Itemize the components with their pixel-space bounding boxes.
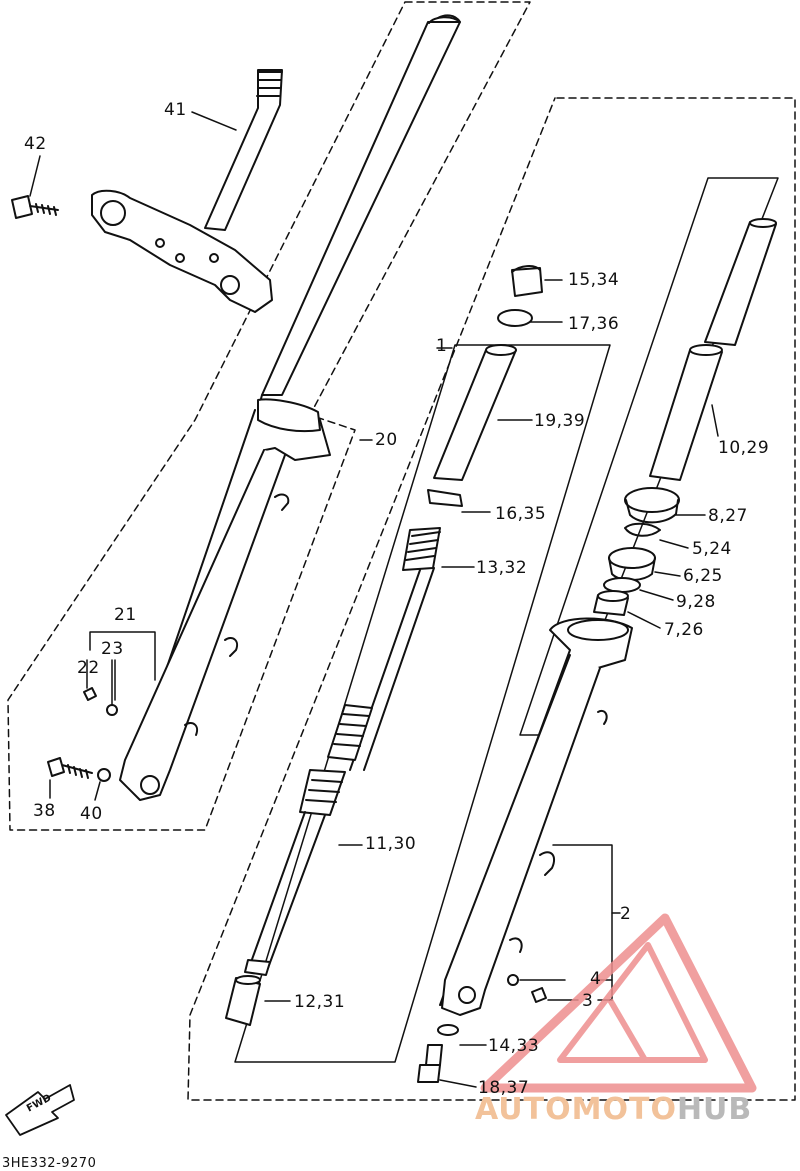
label-38: 38 bbox=[33, 801, 56, 821]
label-17-36: 17,36 bbox=[568, 314, 620, 334]
label-14-33: 14,33 bbox=[488, 1036, 540, 1056]
label-9-28: 9,28 bbox=[676, 592, 716, 612]
bolt-3 bbox=[531, 987, 547, 1003]
fwd-arrow-icon bbox=[5, 1084, 75, 1136]
watermark-text-part1: AUTOMOTO bbox=[475, 1092, 677, 1127]
seal-8-27 bbox=[624, 487, 680, 513]
label-15-34: 15,34 bbox=[568, 270, 620, 290]
label-18-37: 18,37 bbox=[478, 1078, 530, 1098]
cap-bolt-15-34 bbox=[511, 267, 543, 297]
screw-22 bbox=[83, 687, 97, 701]
washer-23 bbox=[106, 704, 118, 716]
label-5-24: 5,24 bbox=[692, 539, 732, 559]
label-1: 1 bbox=[436, 336, 448, 356]
oil-seal-6-25 bbox=[608, 547, 656, 569]
washer-14-33 bbox=[437, 1024, 459, 1036]
label-6-25: 6,25 bbox=[683, 566, 723, 586]
washer-16-35 bbox=[427, 489, 463, 507]
label-13-32: 13,32 bbox=[476, 558, 528, 578]
part-code: 3HE332-9270 bbox=[2, 1156, 97, 1171]
label-3: 3 bbox=[582, 991, 594, 1011]
label-11-30: 11,30 bbox=[365, 834, 417, 854]
label-10-29: 10,29 bbox=[718, 438, 770, 458]
label-4: 4 bbox=[590, 969, 602, 989]
label-2: 2 bbox=[620, 904, 632, 924]
right-group-outline bbox=[187, 97, 796, 1101]
label-16-35: 16,35 bbox=[495, 504, 547, 524]
label-22: 22 bbox=[77, 658, 100, 678]
label-23: 23 bbox=[101, 639, 124, 659]
washer-4 bbox=[507, 974, 519, 986]
label-8-27: 8,27 bbox=[708, 506, 748, 526]
watermark-logo bbox=[480, 913, 757, 1093]
watermark-text-part2: HUB bbox=[676, 1092, 753, 1127]
oil-lock-12-31 bbox=[225, 977, 261, 1026]
steering-stem-41 bbox=[204, 69, 283, 231]
label-7-26: 7,26 bbox=[664, 620, 704, 640]
label-12-31: 12,31 bbox=[294, 992, 346, 1012]
label-40: 40 bbox=[80, 804, 103, 824]
inner-tube-20 bbox=[261, 14, 461, 396]
bolt-18-37 bbox=[425, 1044, 443, 1066]
washer-40 bbox=[97, 768, 111, 782]
washer-9-28 bbox=[603, 577, 641, 593]
label-42: 42 bbox=[24, 134, 47, 154]
spacer-19-39 bbox=[433, 349, 517, 481]
left-group-outline bbox=[7, 1, 531, 831]
tube-10-29-upper bbox=[704, 221, 777, 346]
label-21: 21 bbox=[114, 605, 137, 625]
cartridge-group-outline bbox=[234, 344, 611, 1063]
tube-10-29-lower bbox=[649, 349, 723, 481]
label-41: 41 bbox=[164, 100, 187, 120]
label-20: 20 bbox=[375, 430, 398, 450]
o-ring-17-36 bbox=[497, 309, 533, 327]
watermark-text: AUTOMOTOHUB bbox=[475, 1092, 752, 1127]
label-19-39: 19,39 bbox=[534, 411, 586, 431]
clip-5-24 bbox=[624, 522, 661, 537]
bolt-42 bbox=[11, 195, 59, 219]
